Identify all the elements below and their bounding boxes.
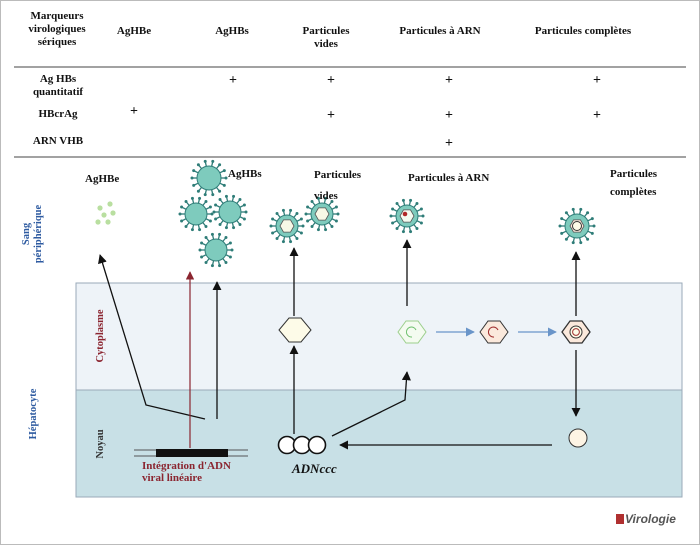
row-qhbsag-empty: + [327,73,335,88]
aghbe-dots [95,201,116,225]
maturing-capsid-hexagon [479,320,509,344]
aghbs-particles [178,159,248,268]
empty-particles [269,196,340,244]
header-rna-particles: Particules à ARN [399,25,481,37]
empty-particle [304,196,340,232]
aghbs-particle [198,232,234,268]
rna-particle [389,198,425,234]
row-qhbsag-rna: + [445,73,453,88]
arrow-to-aghbe [98,254,206,420]
complete-particle-sphere [558,207,596,245]
header-markers: Marqueurs virologiques sériques [28,10,86,48]
virologie-logo: Virologie [616,512,676,526]
region-nucleus: Noyau [95,429,106,459]
cccdna-circles [277,435,327,455]
logo-text: Virologie [625,512,676,526]
row-qhbsag-aghbs: + [229,73,237,88]
row-qhbsag-complete: + [593,73,601,88]
integrated-dna [134,449,248,457]
label-integration: Intégration d'ADN viral linéaire [142,460,231,484]
label-cccdna: ADNccc [292,461,337,476]
row-label-rna: ARN VHB [32,135,84,147]
row-label-hbcrag: HBcrAg [38,108,78,120]
label-empty-particles: Particules vides [314,169,362,202]
rna-capsid-hexagon [397,320,427,344]
arrow-cccdna-to-rna-capsid [331,371,411,437]
label-aghbs: AgHBs [228,168,262,180]
region-blood: Sang périphérique [21,204,44,264]
rcdna-circle [568,428,588,448]
aghbs-particle [212,194,248,230]
header-empty-particles: Particules vides [302,25,350,50]
header-complete-particles: Particules complètes [534,25,632,37]
empty-particle [269,208,305,244]
row-rna-rna: + [445,136,453,151]
header-aghbe: AgHBe [116,25,152,37]
row-hbcrag-complete: + [593,108,601,123]
aghbs-particle [190,159,228,197]
cytoplasm-zone [75,282,683,391]
rna-particle-sphere [389,198,425,234]
empty-capsid-hexagon [278,317,312,343]
aghbs-particle [178,196,214,232]
row-hbcrag-empty: + [327,108,335,123]
logo-mark-icon [616,514,624,524]
row-hbcrag-aghbe: + [130,104,138,119]
label-aghbe: AgHBe [85,173,120,185]
label-rna-particles: Particules à ARN [408,172,490,184]
row-hbcrag-rna: + [445,108,453,123]
label-complete-particles: Particules complètes [610,168,658,198]
header-aghbs: AgHBs [215,25,249,37]
complete-particle [558,207,596,245]
region-cytoplasm: Cytoplasme [95,309,106,363]
region-hepatocyte: Hépatocyte [28,388,39,440]
row-label-qhbsag: Ag HBs quantitatif [32,73,84,98]
mature-capsid-hexagon [561,320,591,344]
